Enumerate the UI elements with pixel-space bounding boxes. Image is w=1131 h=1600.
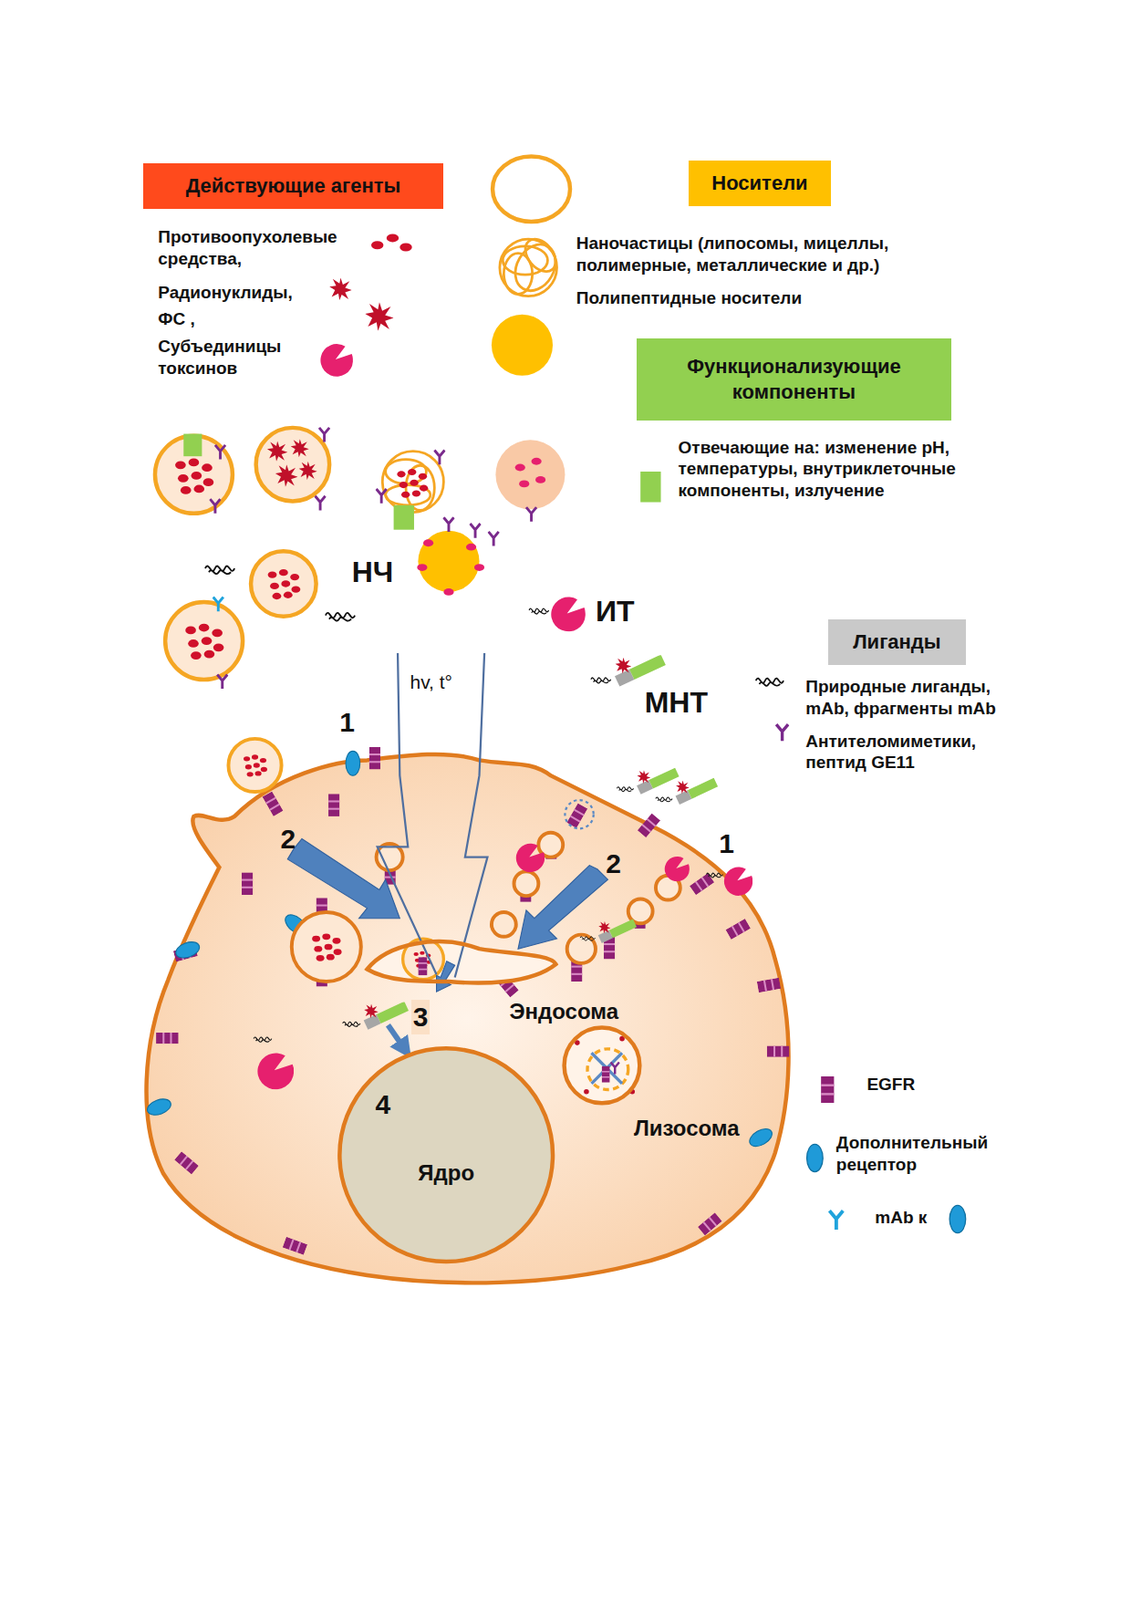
ligands-header: Лиганды	[828, 619, 966, 665]
callout-number: 3	[411, 999, 431, 1035]
callout-number: 2	[280, 821, 296, 857]
lysosome: Лизосома	[559, 1022, 740, 1142]
agent-label: ФС ,	[157, 308, 196, 331]
organelle-name: Лизосома	[633, 1114, 740, 1142]
energy-label: hv, t°	[409, 670, 453, 695]
agents-header: Действующие агенты	[143, 163, 445, 209]
receptors	[145, 747, 789, 1256]
agent-label: Противоопухолевые средства,	[157, 226, 377, 270]
endosome: Эндосома	[362, 930, 623, 1026]
legend-samples	[807, 1076, 966, 1234]
nucleus-shape	[339, 1047, 553, 1262]
functional-header: Функционализующие компоненты	[636, 338, 952, 420]
legend-text: mAb к	[874, 1207, 927, 1227]
legend-entry: Дополнительный рецептор	[836, 1131, 1041, 1176]
legend-entry: EGFR	[866, 1073, 989, 1096]
callout-number: 1	[339, 705, 355, 740]
legend-text: EGFR	[866, 1074, 915, 1094]
agent-icons	[320, 233, 412, 376]
organelle-name: Ядро	[417, 1159, 475, 1187]
lysosome-shape	[563, 1027, 640, 1104]
header-text: Функционализующие компоненты	[643, 353, 945, 405]
carrier-label: Наночастицы (липосомы, мицеллы, полимерн…	[576, 232, 959, 277]
legend-text: Дополнительный рецептор	[836, 1132, 988, 1174]
group-name: ИТ	[595, 592, 635, 630]
nanoparticles	[155, 427, 666, 689]
group-name: МНТ	[644, 684, 708, 721]
agent-label: Радионуклиды,	[157, 281, 292, 304]
ligand-label: Природные лиганды, mAb, фрагменты mAb	[805, 675, 1036, 720]
header-text: Лиганды	[852, 629, 941, 655]
carriers-header: Носители	[688, 160, 832, 207]
callout-number: 1	[718, 826, 735, 862]
organelle-name: Эндосома	[508, 997, 619, 1026]
carrier-label: Полипептидные носители	[576, 287, 802, 310]
functional-label: Отвечающие на: изменение pH, температуры…	[678, 436, 1010, 502]
callout-number: 4	[374, 1087, 391, 1122]
nucleus-outline	[336, 1045, 556, 1265]
agent-label: Субъединицы токсинов	[157, 335, 312, 380]
header-text: Действующие агенты	[186, 173, 402, 199]
callout-number: 2	[605, 846, 622, 882]
nucleus: Ядро	[336, 1045, 556, 1265]
light-beam	[377, 653, 488, 978]
group-name: НЧ	[352, 553, 395, 591]
header-text: Носители	[711, 170, 808, 197]
transport-arrow	[387, 1025, 409, 1056]
legend-entry: mAb к	[874, 1206, 956, 1229]
ligand-label: Антителомиметики, пептид GE11	[805, 730, 1025, 775]
uptake-arrows	[287, 838, 608, 992]
cell-membrane	[146, 754, 789, 1283]
endosome-shape	[367, 941, 557, 983]
